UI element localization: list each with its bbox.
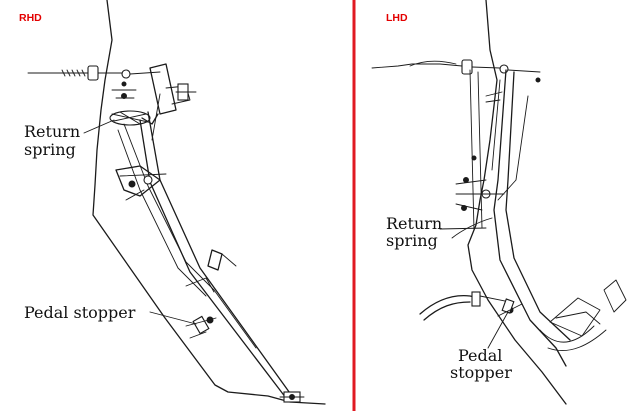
lhd-pedal-stopper-label-line2: stopper [450, 363, 512, 382]
lhd-bulkhead-outline [467, 0, 567, 405]
rhd-return-spring [109, 110, 159, 126]
lhd-pedal-stopper-leader [487, 311, 509, 349]
rhd-throttle-cable [27, 65, 161, 81]
rhd-mid-pivot [115, 165, 167, 201]
rhd-pedal-bracket [111, 63, 197, 115]
lhd-return-spring-label-line2: spring [386, 231, 438, 250]
lhd-mid-pivot [455, 91, 505, 211]
rhd-return-spring-label-line1: Return [24, 122, 80, 141]
rhd-panel: RHD [19, 0, 326, 405]
lhd-pedal-lever [469, 69, 571, 367]
lhd-pedal-stopper [497, 298, 523, 317]
lhd-return-spring [451, 217, 493, 239]
lhd-pedal-stopper-label-line1: Pedal [458, 346, 502, 365]
rhd-pedal-lever [117, 93, 293, 399]
rhd-pedal-stopper-leader [149, 311, 197, 325]
lhd-panel: LHD [371, 0, 627, 405]
rhd-return-spring-leader [83, 119, 115, 134]
rhd-pedal-stopper-label: Pedal stopper [24, 303, 136, 322]
lhd-throttle-cable [371, 59, 541, 83]
lhd-return-spring-leader [439, 227, 487, 230]
lhd-tag: LHD [386, 12, 408, 24]
rhd-lower-link [185, 249, 237, 293]
rhd-tag: RHD [19, 12, 42, 24]
rhd-return-spring-label-line2: spring [24, 140, 76, 159]
rhd-pedal-stopper [185, 315, 217, 339]
lhd-floor-bracket [419, 291, 511, 321]
lhd-pedal-pad [539, 279, 627, 352]
rhd-pedal-pad [279, 391, 305, 403]
rhd-bulkhead-outline [92, 0, 326, 405]
lhd-return-spring-label-line1: Return [386, 214, 442, 233]
